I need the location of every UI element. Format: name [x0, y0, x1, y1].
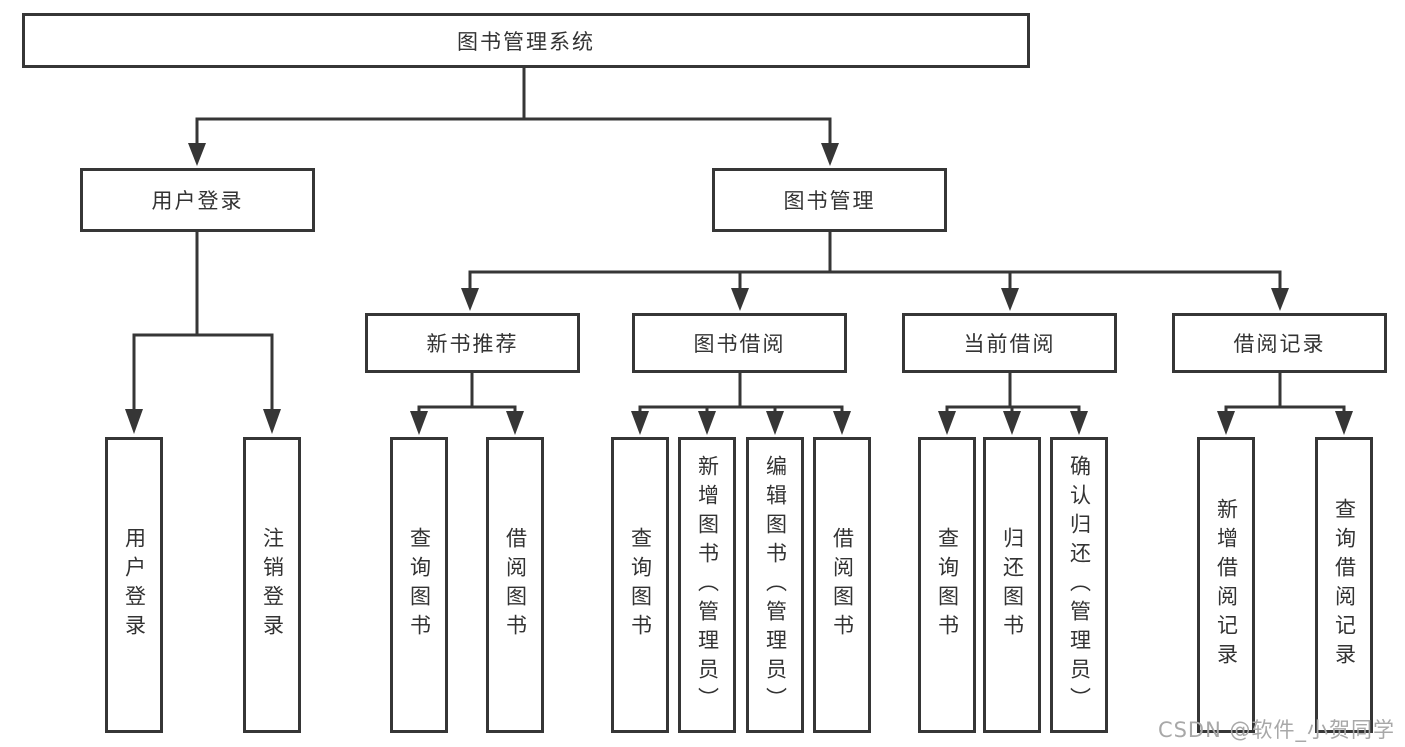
- leaf-logout: 注销登录: [243, 437, 301, 733]
- leaf-query-books-1: 查询图书: [390, 437, 448, 733]
- node-user-login: 用户登录: [80, 168, 315, 232]
- node-current-borrowing: 当前借阅: [902, 313, 1117, 373]
- leaf-borrow-books-1: 借阅图书: [486, 437, 544, 733]
- leaf-borrow-books-2: 借阅图书: [813, 437, 871, 733]
- leaf-add-books-admin: 新增图书（管理员）: [678, 437, 736, 733]
- node-book-management: 图书管理: [712, 168, 947, 232]
- node-book-borrowing: 图书借阅: [632, 313, 847, 373]
- leaf-user-login: 用户登录: [105, 437, 163, 733]
- leaf-query-borrow-record: 查询借阅记录: [1315, 437, 1373, 733]
- leaf-confirm-return-admin: 确认归还（管理员）: [1050, 437, 1108, 733]
- node-system-root: 图书管理系统: [22, 13, 1030, 68]
- leaf-add-borrow-record: 新增借阅记录: [1197, 437, 1255, 733]
- leaf-query-books-2: 查询图书: [611, 437, 669, 733]
- node-new-book-recommend: 新书推荐: [365, 313, 580, 373]
- leaf-edit-books-admin: 编辑图书（管理员）: [746, 437, 804, 733]
- node-borrowing-records: 借阅记录: [1172, 313, 1387, 373]
- leaf-return-books: 归还图书: [983, 437, 1041, 733]
- csdn-watermark: CSDN @软件_小贺同学: [1157, 718, 1395, 742]
- leaf-query-books-3: 查询图书: [918, 437, 976, 733]
